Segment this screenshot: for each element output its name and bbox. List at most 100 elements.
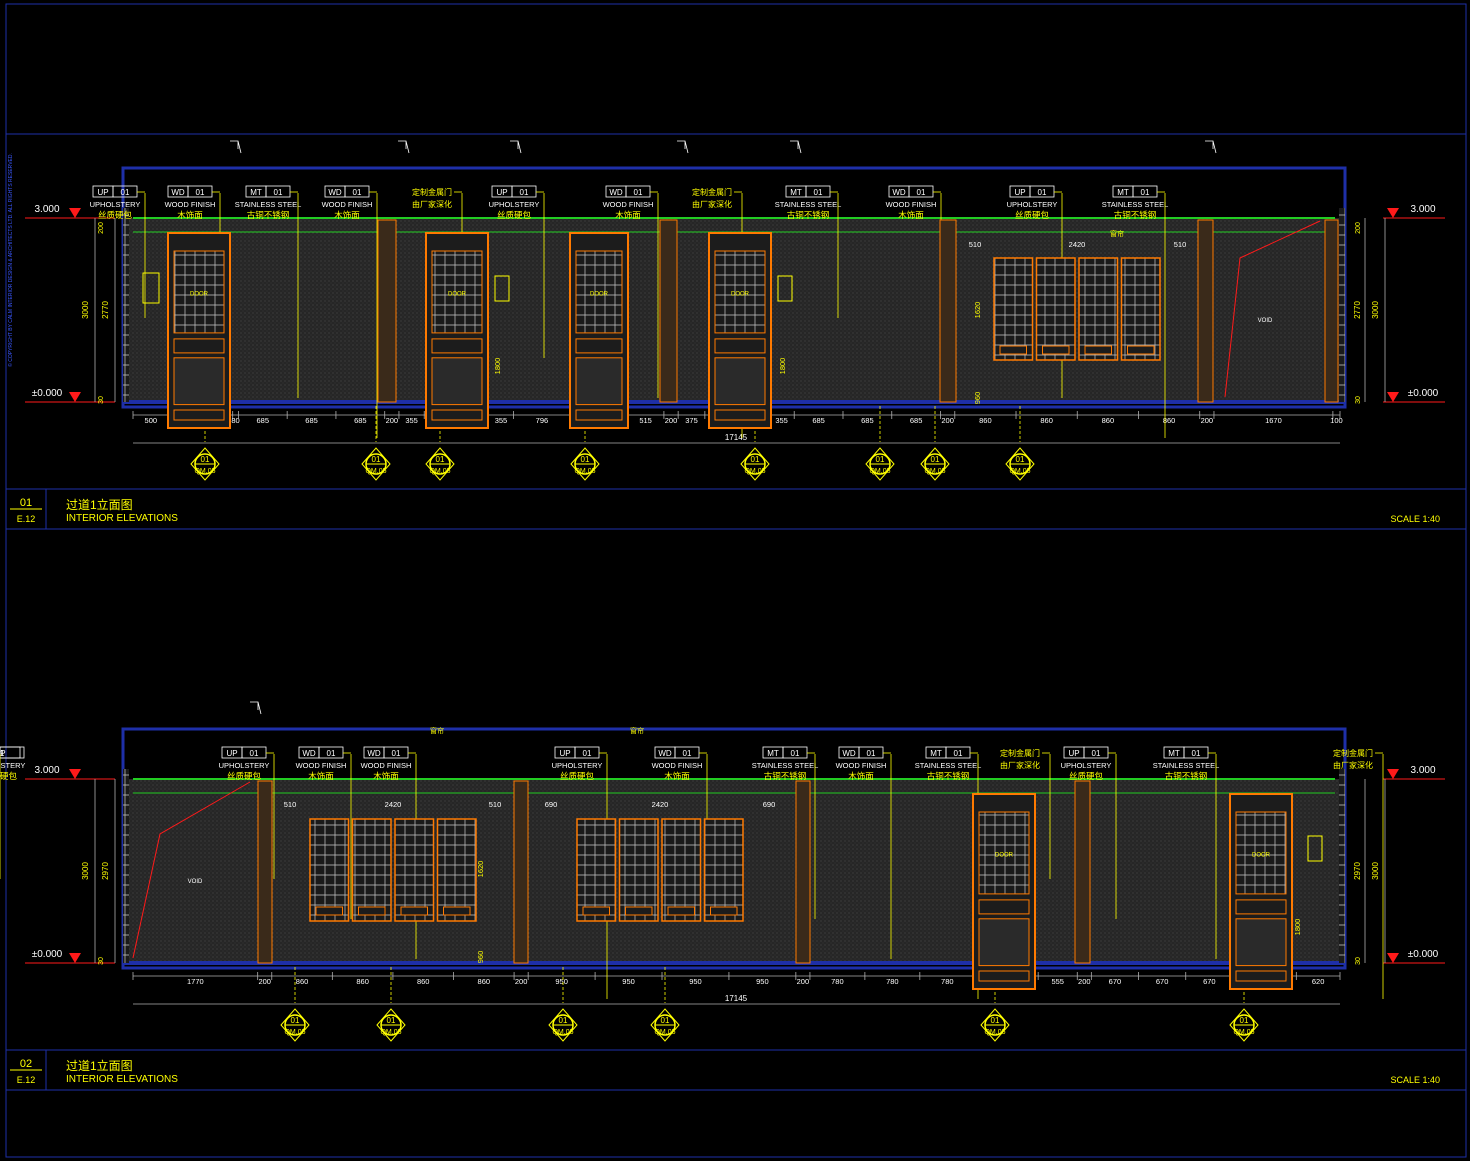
window-pane: [394, 818, 435, 922]
tag-code: MT: [767, 749, 779, 758]
window-dim: 690: [545, 800, 558, 809]
door-height: 1800: [493, 358, 502, 375]
window-sill: [358, 906, 386, 916]
tag-num: 01: [250, 749, 259, 758]
callout-number: 01: [559, 1016, 568, 1025]
tag-num: 01: [634, 188, 643, 197]
drawing-number: 02: [20, 1058, 32, 1070]
dim-label: 100: [1330, 416, 1343, 425]
dim-label: 555: [1051, 977, 1064, 986]
tag-chinese: 木饰面: [664, 771, 690, 781]
tag-chinese: 古铜不锈钢: [787, 210, 830, 220]
door-label: DOOR: [995, 852, 1014, 858]
window-dim: 510: [489, 800, 502, 809]
tag-code: WD: [609, 188, 623, 197]
callout-ref: QM.05: [1009, 468, 1030, 475]
tag-num: 01: [867, 749, 876, 758]
tag-num-box: [241, 746, 267, 759]
tag-chinese: 由厂家深化: [412, 199, 452, 209]
tag-code: MT: [1117, 188, 1129, 197]
tag-num-box: [187, 185, 213, 198]
tag-chinese: 古铜不锈钢: [1165, 771, 1208, 781]
tag-code: UP: [226, 749, 237, 758]
callout-ref: QM.05: [194, 468, 215, 475]
window-sill: [1084, 345, 1112, 355]
tag-chinese: 古铜不锈钢: [1114, 210, 1157, 220]
dim-label: 860: [1040, 416, 1053, 425]
door-lower-panel: [978, 918, 1030, 967]
level-marker-icon: [69, 953, 81, 963]
dim-label: 860: [1163, 416, 1176, 425]
column: [1324, 219, 1339, 403]
dim-label: 200: [941, 416, 954, 425]
door-rail: [1235, 899, 1287, 915]
window-pane: [993, 257, 1034, 361]
void-label: VOID: [1258, 318, 1273, 324]
level-label: 3.000: [34, 765, 59, 776]
tag-english: UPHOLSTERY: [1061, 761, 1112, 770]
tag-num-box: [0, 746, 25, 759]
tag-chinese: 丝质硬包: [1069, 771, 1104, 781]
tag-code: MT: [1168, 749, 1180, 758]
tag-english: 定制金属门: [1000, 748, 1040, 758]
dim-label: 1670: [1265, 416, 1282, 425]
window-pane: [618, 818, 659, 922]
tag-chinese: 丝质硬包: [227, 771, 262, 781]
lamp-icon: [250, 701, 262, 715]
vdim-small: 30: [98, 957, 105, 965]
tag-num: 01: [917, 188, 926, 197]
tag-english: UPHOLSTERY: [489, 200, 540, 209]
callout-ref: QM.05: [574, 468, 595, 475]
dim-label: 860: [417, 977, 430, 986]
callout-ref: QM.05: [869, 468, 890, 475]
tag-num-box: [574, 746, 600, 759]
callout-diamond-icon: [376, 1008, 406, 1042]
drawing-title-en: INTERIOR ELEVATIONS: [66, 513, 178, 524]
vdim-label: 2970: [1353, 862, 1362, 880]
level-label: ±0.000: [32, 949, 63, 960]
tag-num-box: [945, 746, 971, 759]
tag-num-box: [511, 185, 537, 198]
callout-diamond-icon: [570, 447, 600, 481]
door-label: DOOR: [731, 291, 750, 297]
tag-num-box: [1083, 746, 1109, 759]
dim-label: 780: [941, 977, 954, 986]
column: [513, 780, 529, 964]
level-marker-icon: [69, 769, 81, 779]
tag-chinese: 由厂家深化: [1333, 760, 1373, 770]
level-label: ±0.000: [1408, 388, 1439, 399]
window-sill: [443, 906, 471, 916]
window-height: 960: [476, 951, 485, 964]
vdim-label: 2770: [101, 301, 110, 319]
tag-chinese: 木饰面: [334, 210, 360, 220]
vdim-small: 30: [1355, 957, 1362, 965]
tag-english: WOOD FINISH: [165, 200, 216, 209]
tag-chinese: 古铜不锈钢: [927, 771, 970, 781]
copyright-text: © COPYRIGHT BY CALM INTERIOR DESIGN & AR…: [7, 153, 14, 367]
door-lattice-panel: [575, 250, 623, 334]
vdim-small: 200: [1355, 222, 1362, 234]
tag-english: UPHOLSTERY: [90, 200, 141, 209]
tag-chinese: 由厂家深化: [1000, 760, 1040, 770]
level-marker-icon: [69, 392, 81, 402]
tag-num: 01: [392, 749, 401, 758]
dim-label: 685: [257, 416, 270, 425]
sheet-number: E.12: [17, 514, 36, 524]
door-lower-panel: [173, 357, 225, 406]
dim-label: 355: [775, 416, 788, 425]
tag-code: WD: [892, 188, 906, 197]
tag-num: 01: [353, 188, 362, 197]
callout-diamond-icon: [920, 447, 950, 481]
door-lattice-panel: [714, 250, 766, 334]
dim-label: 685: [812, 416, 825, 425]
door-lattice-panel: [1235, 811, 1287, 895]
tag-code: MT: [790, 188, 802, 197]
dim-label: 200: [515, 977, 528, 986]
wall-sign: [142, 272, 160, 304]
window-dim: 510: [284, 800, 297, 809]
tag-num: 01: [121, 188, 130, 197]
window-pane: [661, 818, 702, 922]
lamp-icon: [677, 140, 689, 154]
dim-label: 685: [861, 416, 874, 425]
